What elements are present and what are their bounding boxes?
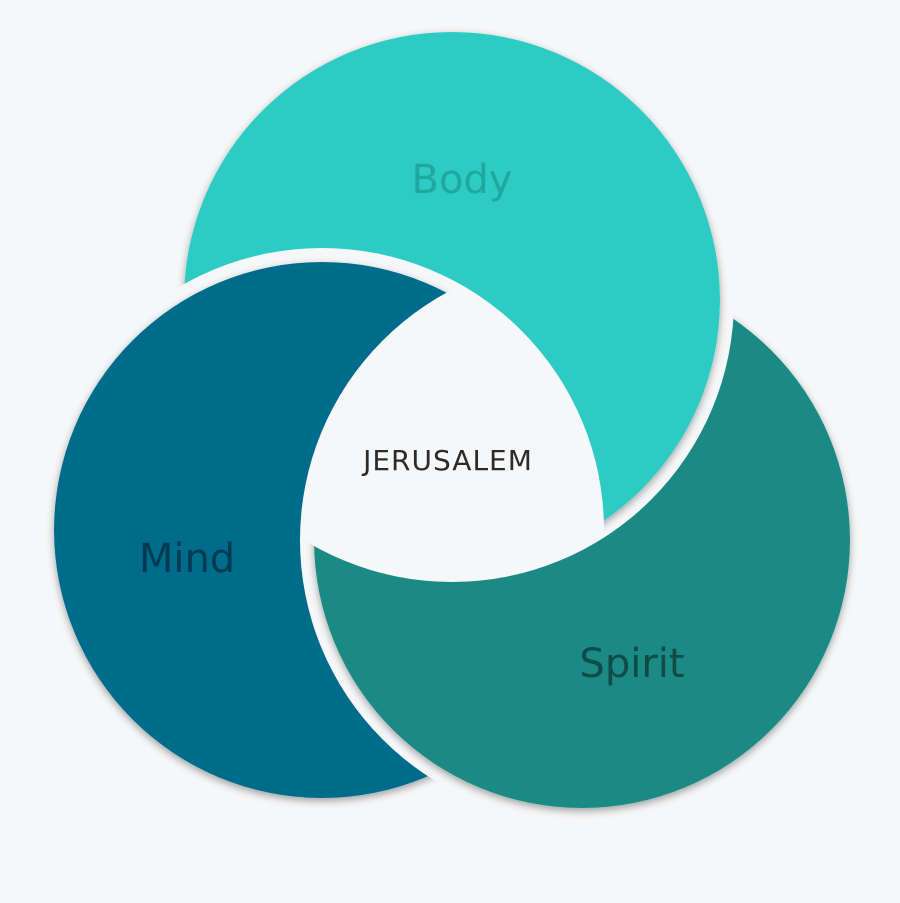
body-label: Body (412, 157, 513, 203)
spirit-label: Spirit (579, 641, 684, 687)
center-label: JERUSALEM (361, 444, 533, 477)
mind-segment (54, 262, 590, 798)
mind-label: Mind (139, 536, 235, 582)
mind-arc (54, 262, 590, 798)
